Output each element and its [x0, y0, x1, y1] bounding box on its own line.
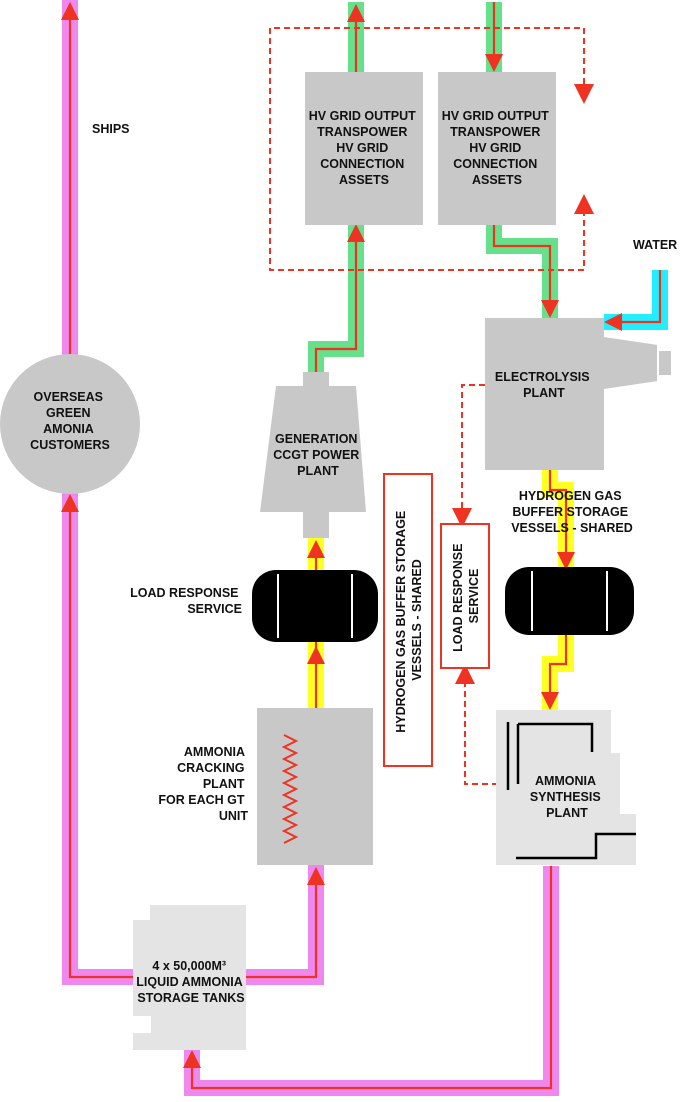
arrow-down-load-response	[452, 508, 472, 528]
hv-grid-left-label: HV GRID OUTPUT TRANSPOWER HV GRID CONNEC…	[309, 109, 419, 187]
storage-tanks-label: 4 x 50,000M³ LIQUID AMMONIA STORAGE TANK…	[136, 959, 246, 1005]
load-response-left-label: LOAD RESPONSE SERVICE	[130, 586, 242, 616]
grid-control-loop	[269, 27, 585, 271]
hv-grid-block-right: HV GRID OUTPUT TRANSPOWER HV GRID CONNEC…	[438, 72, 556, 225]
arrowheads	[61, 2, 622, 1068]
electrolysis-label: ELECTROLYSIS PLANT	[495, 370, 593, 400]
load-response-vertical-label: LOAD RESPONSE SERVICE	[451, 540, 481, 652]
hv-grid-right-label: HV GRID OUTPUT TRANSPOWER HV GRID CONNEC…	[442, 109, 552, 187]
water-label: WATER	[633, 238, 677, 252]
buffer-vessel-right	[505, 567, 634, 635]
ammonia-cracking-label: AMMONIA CRACKING PLANT FOR EACH GT UNIT	[158, 745, 248, 823]
arrow-down-electrolysis	[541, 300, 559, 318]
arrow-down-vessel-right	[557, 552, 575, 570]
water-pipe	[604, 270, 668, 330]
arrow-up-grid-left	[347, 224, 365, 242]
generation-plant: GENERATION CCGT POWER PLANT	[260, 372, 366, 538]
arrow-left-water	[604, 313, 622, 331]
hydrogen-buffer-vertical-box: HYDROGEN GAS BUFFER STORAGE VESSELS - SH…	[383, 473, 433, 767]
flow-lines	[68, 2, 662, 1090]
arrow-down-loop-right	[574, 84, 594, 104]
power-pipe-grid-to-electrolysis	[486, 225, 558, 318]
arrow-up-cracking-input	[307, 867, 325, 885]
hv-grid-block-left: HV GRID OUTPUT TRANSPOWER HV GRID CONNEC…	[305, 72, 423, 225]
arrow-up-generation	[307, 540, 325, 558]
synthesis-reactor-lines	[506, 722, 636, 860]
generation-label: GENERATION CCGT POWER PLANT	[273, 432, 363, 478]
ammonia-pipe-storage-to-customers	[62, 493, 140, 985]
overseas-label: OVERSEAS GREEN AMONIA CUSTOMERS	[30, 390, 110, 452]
ammonia-storage-tanks: 4 x 50,000M³ LIQUID AMMONIA STORAGE TANK…	[133, 905, 246, 1050]
arrow-up-customers	[61, 494, 79, 512]
ammonia-cracking-plant	[257, 708, 373, 865]
overseas-customers: OVERSEAS GREEN AMONIA CUSTOMERS	[0, 354, 140, 494]
arrow-down-synthesis	[541, 692, 559, 710]
arrow-up-ships	[61, 2, 79, 20]
load-response-vertical-box: LOAD RESPONSE SERVICE	[440, 523, 490, 669]
electrolysis-plant: ELECTROLYSIS PLANT	[485, 318, 673, 470]
arrow-up-synthesis-loop	[455, 664, 475, 684]
hydrogen-gas-right-label: HYDROGEN GAS BUFFER STORAGE VESSELS - SH…	[511, 489, 633, 535]
hydrogen-buffer-vertical-label: HYDROGEN GAS BUFFER STORAGE VESSELS - SH…	[394, 507, 424, 733]
arrow-up-load-vessel-left	[307, 646, 325, 664]
cracking-heater-zigzag	[281, 734, 299, 844]
arrow-up-grid-top-left	[347, 4, 365, 22]
synthesis-load-response-loop	[464, 680, 498, 785]
control-loops	[269, 27, 585, 785]
arrow-down-grid-top-right	[485, 54, 503, 72]
arrow-up-storage-input	[183, 1050, 201, 1068]
arrow-up-loop-right	[574, 194, 594, 214]
ammonia-synthesis-plant: AMMONIA SYNTHESIS PLANT	[496, 710, 636, 865]
ships-label: SHIPS	[92, 122, 130, 136]
buffer-vessel-left	[252, 570, 378, 642]
ammonia-pipe-storage-to-cracking	[246, 865, 324, 985]
synthesis-label: AMMONIA SYNTHESIS PLANT	[530, 774, 604, 820]
load-response-control-loop	[461, 384, 485, 510]
